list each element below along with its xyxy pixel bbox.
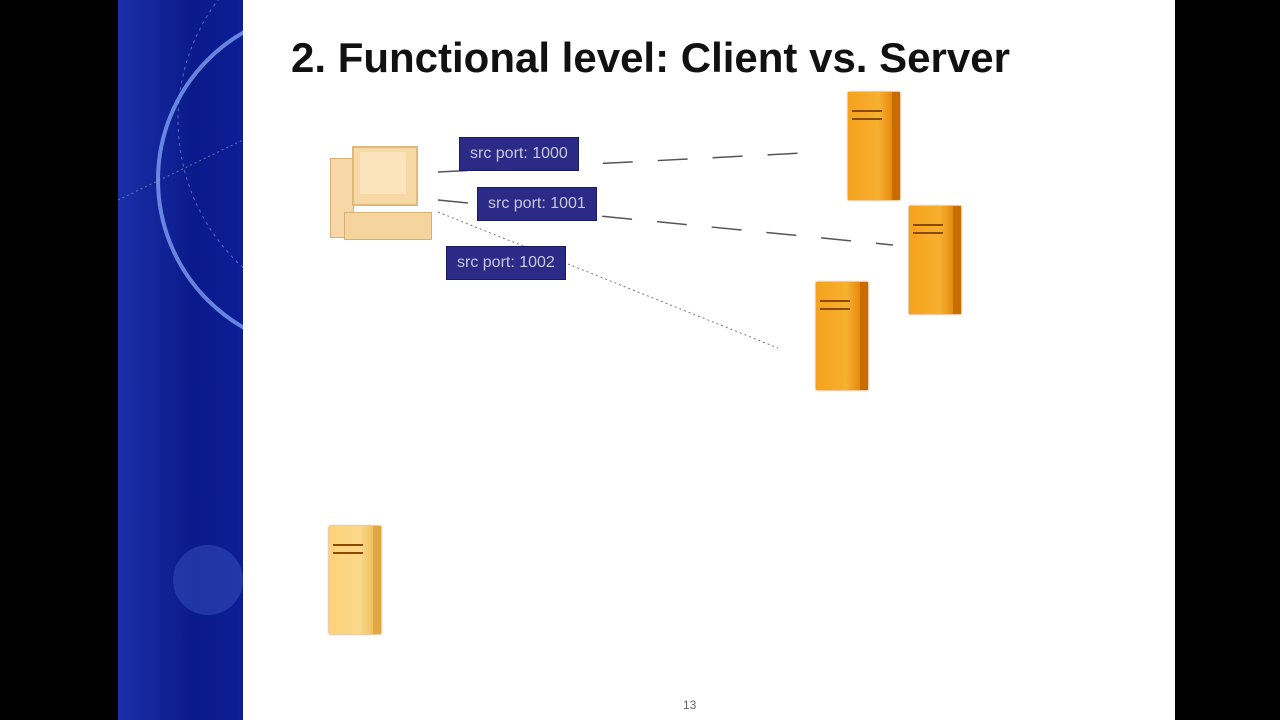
src-port-label-2: src port: 1001 (477, 187, 597, 221)
decorative-side-band (118, 0, 243, 720)
server-icon-4 (329, 526, 381, 634)
src-port-label-3: src port: 1002 (446, 246, 566, 280)
client-computer-icon (330, 146, 432, 242)
server-icon-1 (848, 92, 900, 200)
orbit-decoration (118, 0, 243, 615)
connection-lines (437, 152, 894, 349)
server-icon-3 (816, 282, 868, 390)
slide-title: 2. Functional level: Client vs. Server (291, 34, 1010, 81)
src-port-label-1: src port: 1000 (459, 137, 579, 171)
letterbox-left (0, 0, 118, 720)
letterbox-right (1175, 0, 1280, 720)
page-number: 13 (683, 698, 697, 712)
server-icon-2 (909, 206, 961, 314)
slide: 2. Functional level: Client vs. Server s… (243, 0, 1175, 720)
